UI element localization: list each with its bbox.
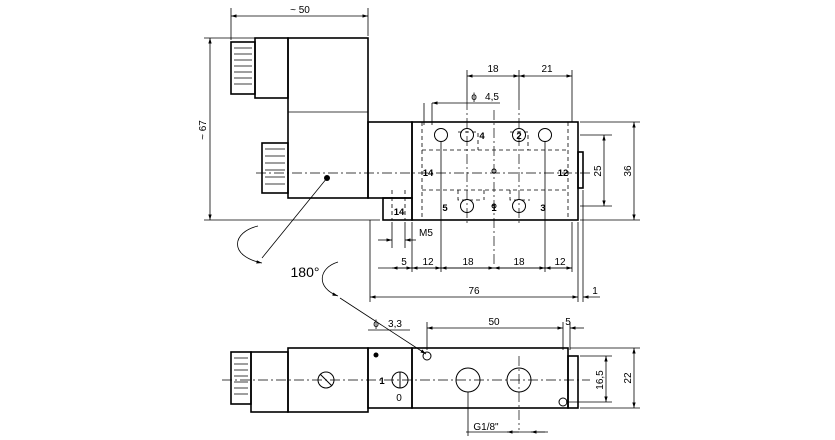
port-label-2: 2 xyxy=(516,131,521,142)
dim-165: 16,5 xyxy=(595,370,606,390)
port-label-3: 3 xyxy=(540,203,545,214)
dim-12-a: 12 xyxy=(422,257,434,268)
side-mark-0: 0 xyxy=(396,393,402,404)
dim-22: 22 xyxy=(623,372,634,384)
dim-height: ~ 67 xyxy=(198,120,209,140)
armature-tube xyxy=(367,121,413,199)
dim-1: 1 xyxy=(592,286,598,297)
phi-symbol-2: ϕ xyxy=(373,319,379,330)
dim-top-width: ~ 50 xyxy=(290,5,310,16)
port-label-5: 5 xyxy=(442,203,448,214)
rotation-label: 180° xyxy=(291,264,320,280)
top-view: 4 2 14 12 5 1 3 14 ~ 50 ~ 67 18 21 ϕ 4,5 xyxy=(198,5,640,302)
coil-body xyxy=(287,37,369,199)
dim-25: 25 xyxy=(593,165,604,177)
coil-connector-top xyxy=(230,37,289,99)
rotate-arrow-right xyxy=(321,261,339,297)
dim-36: 36 xyxy=(623,165,634,177)
port-label-4: 4 xyxy=(479,131,485,142)
dim-12-b: 12 xyxy=(554,257,566,268)
valve-end-cap xyxy=(577,151,584,189)
side-valve-body xyxy=(411,347,569,409)
dim-phi-33: 3,3 xyxy=(388,319,402,330)
rotate-arrow-left xyxy=(237,225,263,264)
dim-76: 76 xyxy=(468,286,480,297)
side-view: 1 0 ϕ 3,3 50 5 16,5 22 G1/8" xyxy=(222,297,640,436)
port-label-14-manual: 14 xyxy=(394,207,405,218)
dim-18-top: 18 xyxy=(487,64,499,75)
port-label-12: 12 xyxy=(558,168,569,179)
dim-50: 50 xyxy=(488,317,500,328)
dim-18-a: 18 xyxy=(462,257,474,268)
side-connector xyxy=(230,351,252,405)
dim-m5: M5 xyxy=(419,228,433,239)
side-mark-1: 1 xyxy=(379,376,385,387)
dim-phi-45: 4,5 xyxy=(485,92,499,103)
port-label-1: 1 xyxy=(491,203,497,214)
port-label-14: 14 xyxy=(423,168,434,179)
phi-symbol-1: ϕ xyxy=(471,92,477,103)
dim-5-side: 5 xyxy=(565,317,571,328)
dim-21-top: 21 xyxy=(541,64,553,75)
dim-18-b: 18 xyxy=(513,257,525,268)
dim-g18: G1/8" xyxy=(473,422,499,433)
dim-5: 5 xyxy=(401,257,407,268)
coil-connector-bottom xyxy=(261,142,289,194)
